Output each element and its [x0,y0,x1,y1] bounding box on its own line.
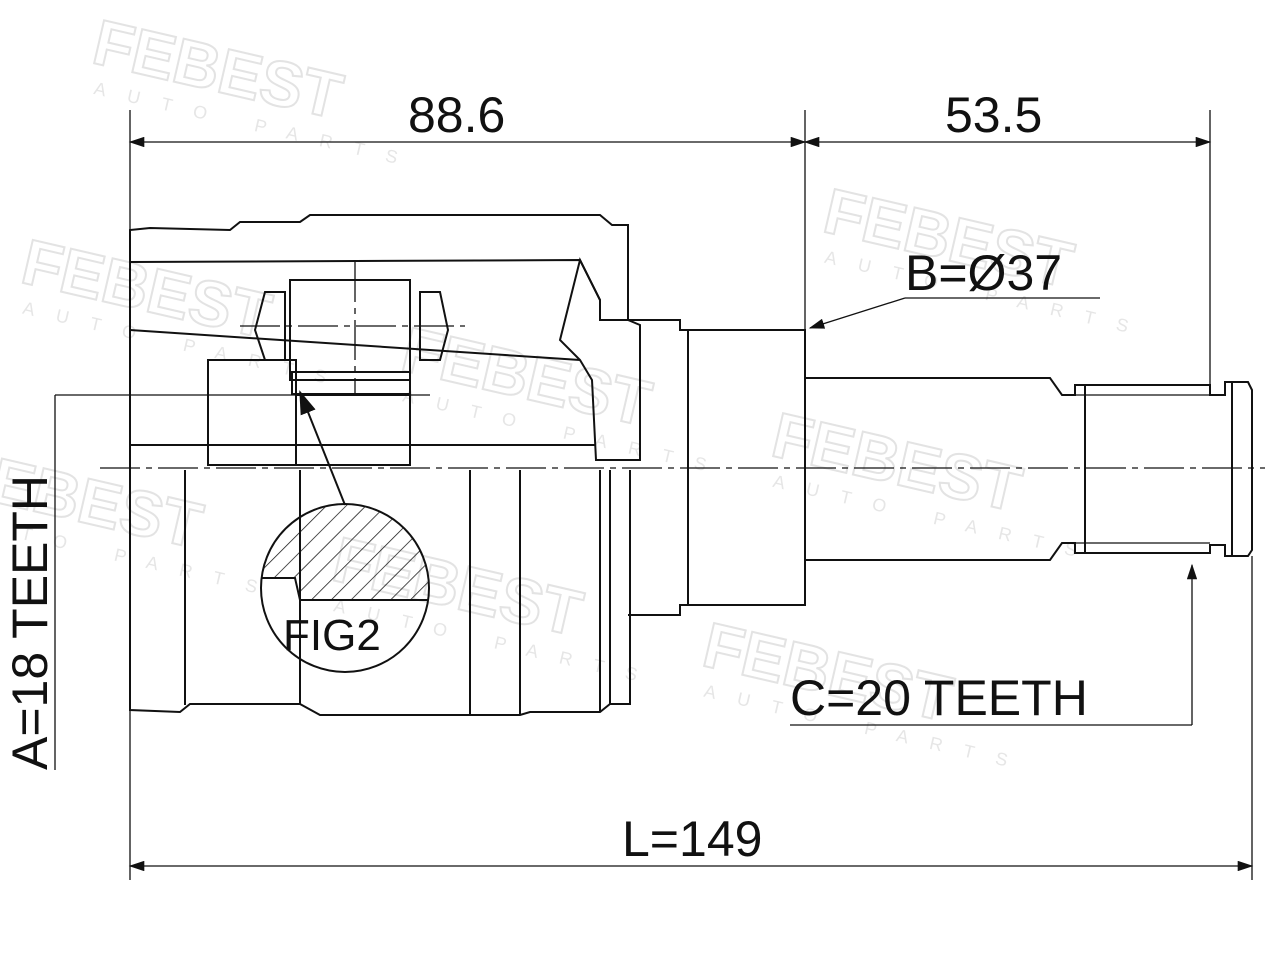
diameter-leader [808,297,906,329]
fig2-label: FIG2 [283,611,381,660]
dim-teeth-c: C=20 TEETH [790,670,1088,726]
dim-53-5: 53.5 [945,87,1042,143]
dimension-annotations: 88.6 53.5 B=Ø37 A=18 TEETH C=20 TEETH L=… [2,87,1254,880]
housing-flange-section [558,257,641,461]
stem-shaft [805,377,1253,561]
fig2-leader [299,390,346,506]
spider-hub [295,394,411,466]
needle-bearing-right [419,291,450,361]
dim-teeth-a: A=18 TEETH [2,475,58,770]
dim-total-length: L=149 [622,811,762,867]
roller [289,279,411,381]
housing [129,214,641,716]
dim-88-6: 88.6 [408,87,505,143]
dim-diameter-b: B=Ø37 [905,245,1062,301]
fig2-detail: FIG2 [260,390,430,673]
housing-outline [129,250,631,716]
